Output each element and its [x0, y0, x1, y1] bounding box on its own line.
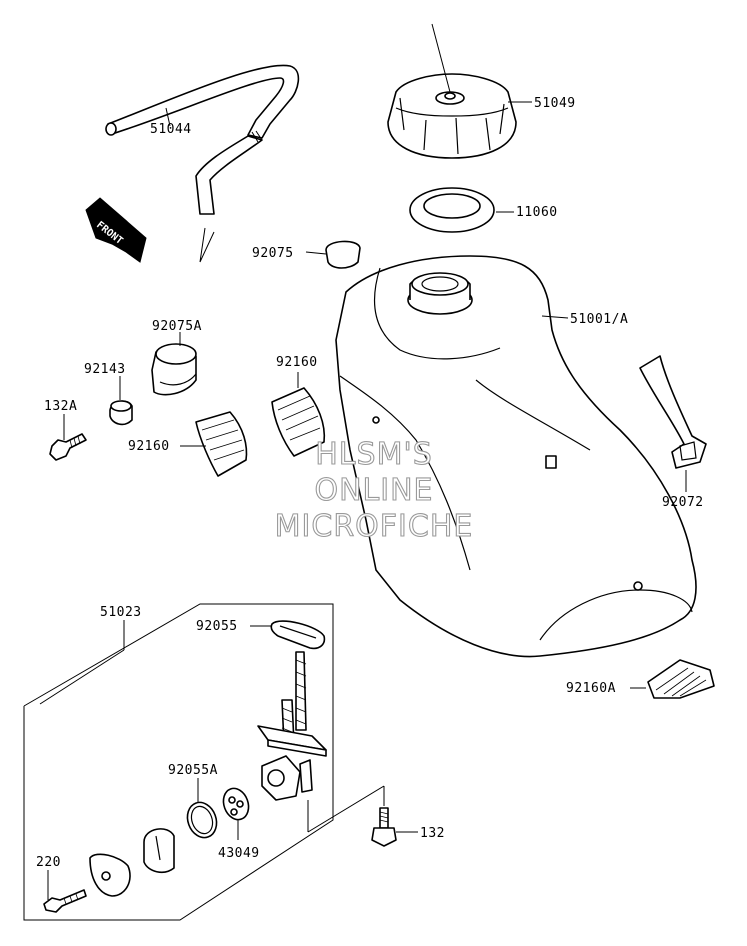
- label-92160a: 92160A: [566, 681, 616, 696]
- filter-gasket[interactable]: [270, 620, 326, 650]
- tank-pad-rear[interactable]: [647, 659, 715, 699]
- label-51023: 51023: [100, 605, 142, 620]
- collar[interactable]: [109, 400, 133, 426]
- label-92160-middle: 92160: [276, 355, 318, 370]
- lever-packing[interactable]: [219, 785, 252, 823]
- label-43049: 43049: [218, 846, 260, 861]
- label-132a: 132A: [44, 399, 77, 414]
- tank-pad-left[interactable]: [195, 411, 248, 477]
- label-92072: 92072: [662, 495, 704, 510]
- fuel-cap[interactable]: [387, 23, 517, 159]
- front-direction-arrow: FRONT: [85, 197, 147, 263]
- label-51049: 51049: [534, 96, 576, 111]
- part-labels: 51044 51049 11060 92075 51001/A 92075A 9…: [36, 96, 704, 870]
- valve-plate[interactable]: [89, 853, 131, 897]
- label-92055a: 92055A: [168, 763, 218, 778]
- tank-pad-middle[interactable]: [271, 387, 326, 457]
- label-51044: 51044: [150, 122, 192, 137]
- fuel-tank[interactable]: [335, 255, 697, 658]
- o-ring[interactable]: [183, 798, 222, 841]
- bolt-132a[interactable]: [49, 433, 87, 461]
- label-92160-left: 92160: [128, 439, 170, 454]
- label-92075a: 92075A: [152, 319, 202, 334]
- fuel-hose[interactable]: [105, 64, 300, 263]
- watermark-line-3: MICROFICHE: [275, 509, 474, 544]
- label-92143: 92143: [84, 362, 126, 377]
- bolt-132[interactable]: [371, 807, 397, 847]
- fuel-valve-assembly-box: [23, 603, 334, 921]
- watermark-line-1: HLSM'S: [315, 437, 433, 472]
- valve-lever[interactable]: [143, 828, 175, 874]
- label-132: 132: [420, 826, 445, 841]
- watermark-line-2: ONLINE: [314, 473, 433, 508]
- cap-plug[interactable]: [325, 240, 361, 269]
- screw-220[interactable]: [43, 889, 87, 913]
- damper-rubber[interactable]: [151, 343, 197, 396]
- label-92055: 92055: [196, 619, 238, 634]
- label-51001a: 51001/A: [570, 312, 628, 327]
- cap-gasket[interactable]: [409, 187, 495, 233]
- label-220: 220: [36, 855, 61, 870]
- leader-lines: [47, 101, 687, 900]
- label-11060: 11060: [516, 205, 558, 220]
- label-92075: 92075: [252, 246, 294, 261]
- watermark: HLSM'S ONLINE MICROFICHE: [274, 436, 474, 544]
- tank-strap[interactable]: [639, 355, 707, 469]
- fuel-cock[interactable]: [257, 651, 385, 833]
